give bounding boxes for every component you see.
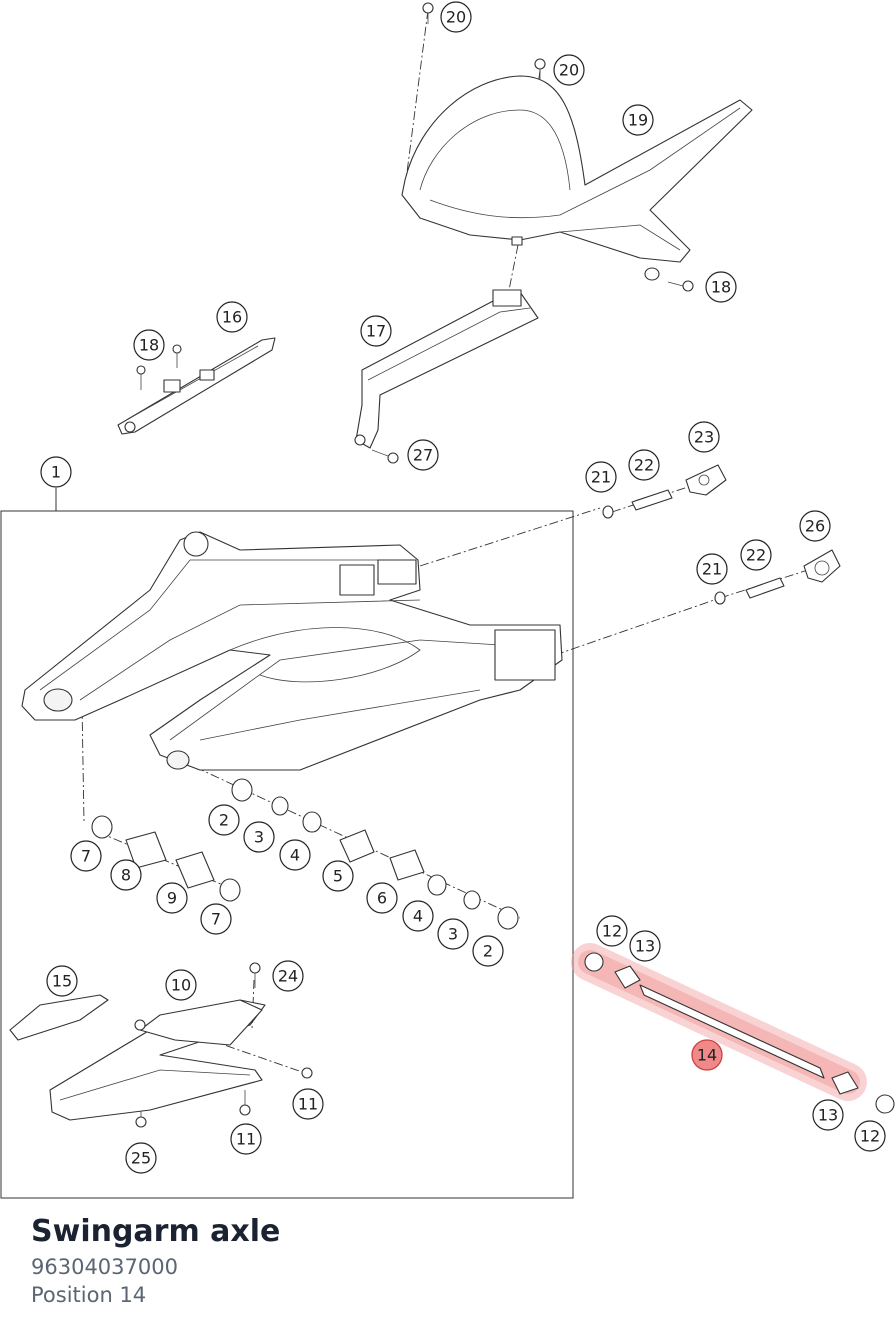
callout-21-bottom[interactable]: 21	[696, 553, 728, 585]
svg-text:10: 10	[171, 976, 191, 995]
svg-text:14: 14	[697, 1046, 717, 1065]
chain-sliders	[9, 994, 266, 1121]
svg-text:20: 20	[559, 61, 579, 80]
callout-20-top[interactable]: 20	[440, 1, 472, 33]
svg-text:13: 13	[635, 937, 655, 956]
svg-text:1: 1	[51, 463, 61, 482]
svg-text:2: 2	[483, 942, 493, 961]
callout-14-highlighted[interactable]: 14	[691, 1039, 723, 1071]
screws	[135, 2, 694, 1128]
callout-2-top[interactable]: 2	[208, 804, 240, 836]
svg-text:6: 6	[377, 889, 387, 908]
callout-18-right[interactable]: 18	[705, 271, 737, 303]
callout-22-bottom[interactable]: 22	[740, 539, 772, 571]
callout-11-right[interactable]: 11	[292, 1088, 324, 1120]
svg-text:8: 8	[121, 866, 131, 885]
callout-13-bottom[interactable]: 13	[812, 1099, 844, 1131]
svg-text:4: 4	[290, 846, 300, 865]
svg-text:4: 4	[413, 907, 423, 926]
svg-text:20: 20	[446, 8, 466, 27]
callout-22-top[interactable]: 22	[628, 449, 660, 481]
callout-10[interactable]: 10	[165, 969, 197, 1001]
callout-11-bottom[interactable]: 11	[230, 1123, 262, 1155]
left-bearing-stack	[91, 815, 241, 902]
part-position: Position 14	[31, 1283, 147, 1307]
svg-text:7: 7	[211, 910, 221, 929]
rear-mudguard	[401, 75, 753, 281]
callout-27[interactable]: 27	[407, 439, 439, 471]
svg-text:25: 25	[131, 1149, 151, 1168]
callout-2-bottom[interactable]: 2	[472, 935, 504, 967]
callout-12-bottom[interactable]: 12	[854, 1120, 886, 1152]
callout-17[interactable]: 17	[360, 315, 392, 347]
svg-text:21: 21	[591, 468, 611, 487]
callout-7-top[interactable]: 7	[70, 840, 102, 872]
callout-25[interactable]: 25	[125, 1142, 157, 1174]
svg-text:11: 11	[298, 1095, 318, 1114]
callout-9[interactable]: 9	[156, 882, 188, 914]
svg-text:11: 11	[236, 1130, 256, 1149]
chain-adjusters	[602, 464, 841, 605]
svg-text:19: 19	[628, 111, 648, 130]
callout-7-bottom[interactable]: 7	[200, 903, 232, 935]
callout-8[interactable]: 8	[110, 859, 142, 891]
callout-24[interactable]: 24	[272, 960, 304, 992]
svg-text:5: 5	[333, 867, 343, 886]
chain-guard	[354, 289, 539, 449]
callout-23[interactable]: 23	[688, 421, 720, 453]
svg-text:7: 7	[81, 847, 91, 866]
svg-text:9: 9	[167, 889, 177, 908]
svg-text:3: 3	[254, 828, 264, 847]
callout-3-top[interactable]: 3	[243, 821, 275, 853]
svg-text:2: 2	[219, 811, 229, 830]
svg-text:18: 18	[139, 336, 159, 355]
callout-12-top[interactable]: 12	[596, 915, 628, 947]
axle-shaft	[639, 984, 825, 1079]
svg-text:17: 17	[366, 322, 386, 341]
callout-26[interactable]: 26	[799, 510, 831, 542]
callout-19[interactable]: 19	[622, 104, 654, 136]
svg-text:18: 18	[711, 278, 731, 297]
svg-text:22: 22	[746, 546, 766, 565]
callout-15[interactable]: 15	[46, 965, 78, 997]
chain-slider-bracket	[117, 337, 276, 435]
callout-21-top[interactable]: 21	[585, 461, 617, 493]
bearing-stack	[231, 778, 519, 930]
svg-text:23: 23	[694, 428, 714, 447]
svg-text:12: 12	[860, 1127, 880, 1146]
callout-4-bottom[interactable]: 4	[402, 900, 434, 932]
part-number: 96304037000	[31, 1255, 178, 1279]
svg-text:12: 12	[602, 922, 622, 941]
svg-text:3: 3	[448, 925, 458, 944]
swingarm-assembly-frame	[0, 488, 574, 1199]
callout-3-bottom[interactable]: 3	[437, 918, 469, 950]
callout-5[interactable]: 5	[322, 860, 354, 892]
callout-13-top[interactable]: 13	[629, 930, 661, 962]
callout-1[interactable]: 1	[40, 456, 72, 488]
callout-6[interactable]: 6	[366, 882, 398, 914]
svg-text:26: 26	[805, 517, 825, 536]
svg-text:22: 22	[634, 456, 654, 475]
part-title: Swingarm axle	[31, 1214, 281, 1249]
svg-text:27: 27	[413, 446, 433, 465]
swingarm-body	[21, 531, 563, 771]
callout-16[interactable]: 16	[216, 301, 248, 333]
svg-text:24: 24	[278, 967, 298, 986]
swingarm-axle-assembly	[584, 952, 895, 1114]
svg-text:21: 21	[702, 560, 722, 579]
callout-20-right[interactable]: 20	[553, 54, 585, 86]
callout-4-top[interactable]: 4	[279, 839, 311, 871]
svg-text:16: 16	[222, 308, 242, 327]
callout-18-left[interactable]: 18	[133, 329, 165, 361]
svg-text:15: 15	[52, 972, 72, 991]
exploded-parts-diagram: 20 20 19 18 16 18 17 27 23 22 21 1 26 22…	[0, 1, 895, 1199]
svg-text:13: 13	[818, 1106, 838, 1125]
